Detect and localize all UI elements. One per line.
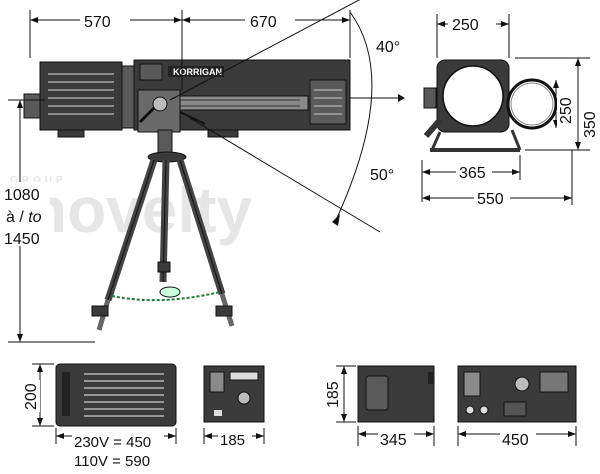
case-width-label: 345 bbox=[380, 432, 407, 449]
front-total-height-label: 350 bbox=[582, 111, 599, 138]
spotlight-front-view bbox=[423, 59, 558, 152]
lens-length-label: 670 bbox=[250, 14, 277, 31]
ballast-height-label: 200 bbox=[23, 383, 40, 410]
case-length-label: 450 bbox=[502, 432, 529, 449]
ballast-depth-label: 185 bbox=[220, 432, 245, 449]
case-height-label: 185 bbox=[325, 381, 342, 408]
height-min-label: 1080 bbox=[4, 187, 40, 204]
spot-brand-label: KORRIGAN bbox=[173, 67, 222, 77]
tilt-up-label: 40° bbox=[376, 39, 400, 56]
tilt-down-label: 50° bbox=[370, 167, 394, 184]
spotlight-side-view: KORRIGAN bbox=[23, 59, 351, 138]
ballast-230v-label: 230V = 450 bbox=[74, 434, 151, 451]
height-max-label: 1450 bbox=[4, 231, 40, 248]
tripod bbox=[91, 129, 235, 331]
height-sep-label: à / to bbox=[6, 209, 42, 226]
front-width-label: 250 bbox=[452, 17, 479, 34]
case-side bbox=[357, 365, 435, 423]
tilt-lines bbox=[169, 0, 405, 233]
ballast-side bbox=[55, 363, 177, 427]
ballast-110v-label: 110V = 590 bbox=[74, 453, 150, 470]
case-front bbox=[457, 365, 577, 423]
ballast-front bbox=[203, 365, 265, 423]
watermark-group: GROUP bbox=[10, 175, 67, 186]
total-width-label: 550 bbox=[477, 191, 504, 208]
front-height-label: 250 bbox=[558, 97, 575, 124]
base-width-label: 365 bbox=[459, 165, 486, 182]
body-length-label: 570 bbox=[84, 14, 111, 31]
